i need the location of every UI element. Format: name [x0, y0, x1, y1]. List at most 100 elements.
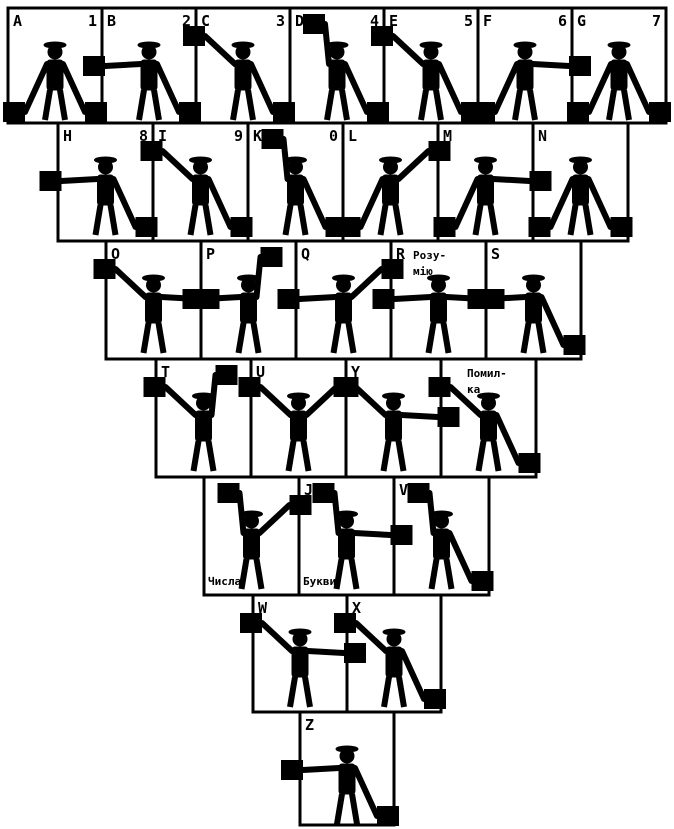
torso: [46, 59, 64, 91]
card-letter: M: [443, 127, 452, 145]
card-letter: W: [258, 599, 268, 617]
torso: [335, 292, 352, 324]
arm: [102, 61, 144, 69]
leg: [300, 440, 312, 472]
arm: [112, 266, 149, 300]
hat: [288, 628, 312, 636]
leg: [282, 204, 294, 236]
arm: [257, 384, 294, 418]
leg: [520, 322, 532, 354]
card-number: 5: [464, 12, 473, 30]
leg: [302, 676, 313, 708]
card-letter: J: [304, 481, 313, 499]
leg: [187, 204, 199, 236]
card-letter: O: [111, 245, 120, 263]
arm: [256, 502, 293, 536]
card-letter: C: [201, 12, 210, 30]
row-border: [298, 710, 396, 827]
arm: [305, 648, 347, 656]
leg: [245, 89, 256, 121]
hat: [569, 156, 592, 164]
card-bottom-label: Букви: [303, 575, 336, 588]
flag: [372, 289, 395, 309]
arm: [586, 61, 614, 115]
hat: [287, 392, 310, 400]
arm: [58, 176, 101, 184]
hat: [522, 274, 545, 282]
card-number: 0: [329, 127, 338, 145]
leg: [487, 204, 499, 236]
semaphore-card: Q: [277, 245, 404, 354]
leg: [527, 89, 538, 121]
arm: [322, 21, 332, 67]
card-letter: N: [538, 127, 547, 145]
card-letter: L: [348, 127, 357, 145]
flag: [371, 26, 393, 46]
arm: [296, 294, 339, 302]
card-letter: V: [399, 481, 408, 499]
hat: [335, 745, 359, 753]
arm: [110, 176, 139, 230]
leg: [339, 89, 350, 121]
arm: [353, 620, 389, 654]
torso: [243, 528, 260, 560]
leg: [395, 440, 407, 472]
hat: [142, 274, 165, 282]
card-number: 8: [139, 127, 148, 145]
flag: [183, 26, 205, 46]
arm: [395, 148, 432, 182]
flag: [467, 289, 490, 309]
leg: [330, 322, 342, 354]
leg: [377, 204, 389, 236]
flag: [567, 102, 589, 122]
torso: [477, 174, 494, 206]
leg: [250, 322, 262, 354]
flag: [529, 171, 552, 191]
semaphore-card: W: [240, 599, 366, 708]
flag: [390, 525, 413, 545]
flag: [273, 102, 295, 122]
card-letter: X: [352, 599, 361, 617]
flag: [649, 102, 671, 122]
card-number: 7: [652, 12, 661, 30]
arm: [205, 176, 234, 230]
flag: [215, 365, 238, 385]
leg: [443, 558, 455, 590]
semaphore-card: Помил-ка: [428, 367, 541, 473]
leg: [238, 558, 250, 590]
leg: [155, 322, 167, 354]
leg: [380, 440, 392, 472]
card-letter: T: [161, 363, 170, 381]
flag: [277, 289, 300, 309]
torso: [195, 410, 212, 442]
flag: [407, 483, 430, 503]
card-letter: I: [158, 127, 167, 145]
card-number: 1: [88, 12, 97, 30]
hat: [419, 41, 443, 49]
card-number: 2: [182, 12, 191, 30]
arm: [391, 294, 434, 302]
hat: [382, 628, 406, 636]
torso: [192, 174, 209, 206]
leg: [349, 793, 360, 825]
arm: [530, 61, 572, 69]
flag: [437, 407, 460, 427]
leg: [381, 676, 392, 708]
leg: [392, 204, 404, 236]
card-letter: U: [256, 363, 265, 381]
card-letter: Z: [305, 716, 314, 734]
arm: [624, 61, 652, 115]
flag: [303, 14, 325, 34]
card-label: ка: [467, 383, 480, 396]
arm: [280, 136, 291, 182]
leg: [57, 89, 68, 121]
card-letter: K: [253, 127, 262, 145]
arm: [357, 176, 386, 230]
leg: [567, 204, 579, 236]
card-bottom-label: Числа: [208, 575, 241, 588]
arm: [492, 61, 520, 115]
leg: [107, 204, 119, 236]
